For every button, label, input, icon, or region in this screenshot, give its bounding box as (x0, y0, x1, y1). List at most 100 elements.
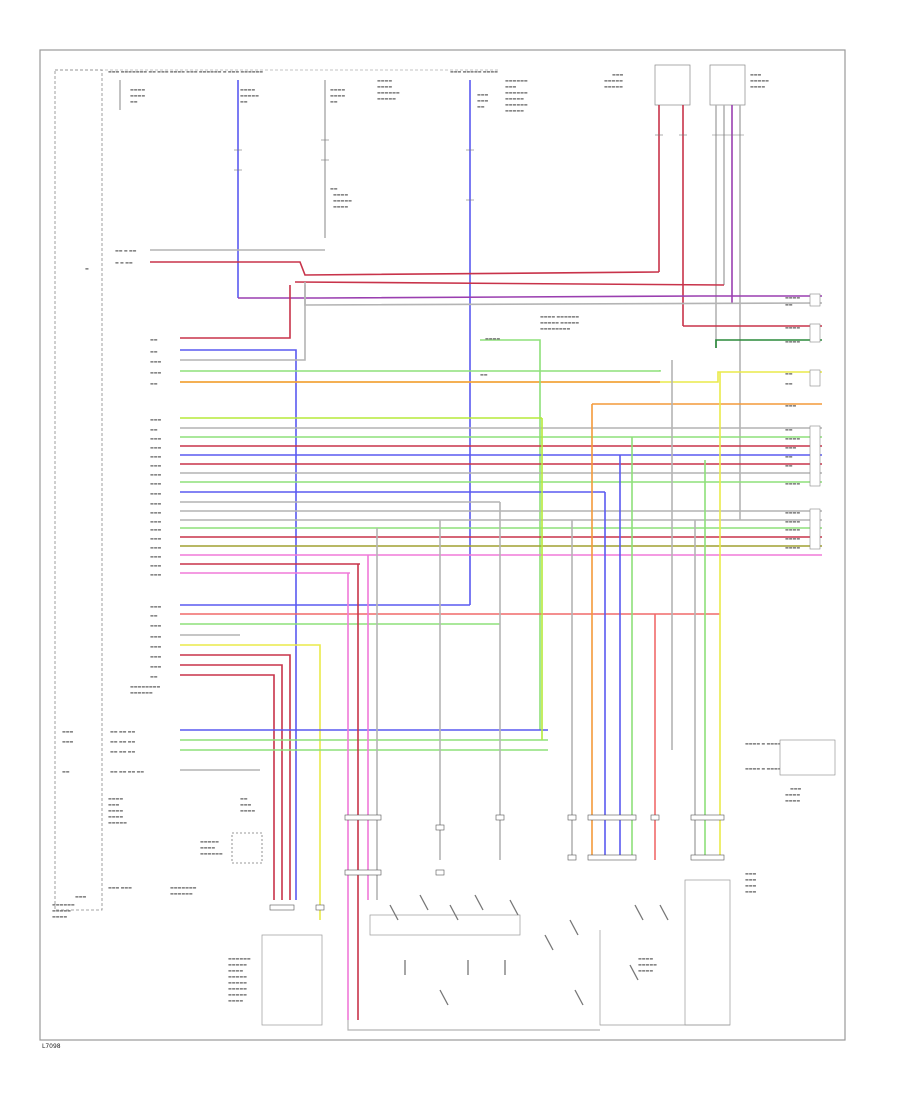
svg-text:▬▬▬: ▬▬▬ (108, 802, 120, 807)
svg-text:▬▬▬: ▬▬▬ (150, 572, 162, 577)
svg-text:▬▬▬▬▬: ▬▬▬▬▬ (377, 96, 396, 101)
svg-text:▬▬▬▬: ▬▬▬▬ (785, 339, 800, 344)
svg-text:▬▬▬: ▬▬▬ (150, 417, 162, 422)
svg-text:▬▬▬ ▬▬▬▬▬▬▬ ▬▬ ▬▬▬ ▬▬▬▬ ▬▬▬ ▬▬: ▬▬▬ ▬▬▬▬▬▬▬ ▬▬ ▬▬▬ ▬▬▬▬ ▬▬▬ ▬▬▬▬▬▬ ▬ ▬▬▬… (108, 69, 263, 74)
svg-text:▬▬▬: ▬▬▬ (477, 92, 489, 97)
svg-text:▬▬▬: ▬▬▬ (150, 445, 162, 450)
svg-text:▬▬▬▬: ▬▬▬▬ (785, 536, 800, 541)
svg-text:▬▬: ▬▬ (480, 372, 488, 377)
svg-text:▬▬▬▬: ▬▬▬▬ (785, 527, 800, 532)
svg-text:▬▬▬▬▬: ▬▬▬▬▬ (505, 96, 524, 101)
top-labels: ▬▬▬ ▬▬▬▬▬▬▬ ▬▬ ▬▬▬ ▬▬▬▬ ▬▬▬ ▬▬▬▬▬▬ ▬ ▬▬▬… (108, 69, 769, 209)
svg-text:▬▬▬▬: ▬▬▬▬ (785, 295, 800, 300)
svg-text:▬▬▬▬▬▬: ▬▬▬▬▬▬ (228, 956, 251, 961)
svg-text:▬▬▬: ▬▬▬ (150, 481, 162, 486)
svg-text:▬▬▬▬: ▬▬▬▬ (108, 808, 123, 813)
lower-connector-marks (269, 814, 725, 911)
svg-text:▬▬: ▬▬ (785, 302, 793, 307)
svg-text:▬▬▬: ▬▬▬ (745, 889, 757, 894)
svg-text:▬▬▬: ▬▬▬ (150, 501, 162, 506)
svg-text:▬▬▬: ▬▬▬ (75, 894, 87, 899)
svg-text:▬▬▬▬▬: ▬▬▬▬▬ (228, 980, 247, 985)
svg-text:▬▬: ▬▬ (130, 99, 138, 104)
svg-text:▬▬▬▬▬: ▬▬▬▬▬ (240, 93, 259, 98)
right-terminal-labels: ▬▬▬▬▬▬ ▬▬▬▬▬▬▬▬ ▬▬▬▬▬▬▬ ▬▬▬▬▬▬▬▬▬ ▬▬▬▬▬▬… (745, 295, 802, 894)
svg-text:▬▬▬: ▬▬▬ (750, 72, 762, 77)
svg-text:▬▬▬▬: ▬▬▬▬ (108, 796, 123, 801)
right-lower-module (684, 879, 731, 1026)
svg-text:▬▬▬▬▬▬: ▬▬▬▬▬▬ (200, 851, 223, 856)
svg-text:▬▬▬▬▬▬: ▬▬▬▬▬▬ (505, 90, 528, 95)
middle-labels: ▬▬▬▬ ▬▬▬▬▬▬▬▬▬▬▬ ▬▬▬▬▬▬▬▬▬▬▬▬▬ ▬▬▬▬▬▬ (480, 314, 579, 377)
svg-text:▬▬▬ ▬▬▬▬▬ ▬▬▬▬: ▬▬▬ ▬▬▬▬▬ ▬▬▬▬ (450, 69, 498, 74)
svg-text:▬▬▬: ▬▬▬ (150, 563, 162, 568)
svg-text:▬▬▬▬: ▬▬▬▬ (785, 510, 800, 515)
lower-vertical-wires (347, 360, 721, 1020)
svg-text:▬▬ ▬▬ ▬▬: ▬▬ ▬▬ ▬▬ (110, 739, 135, 744)
svg-text:▬▬▬▬▬: ▬▬▬▬▬ (638, 962, 657, 967)
svg-text:▬▬▬: ▬▬▬ (785, 403, 797, 408)
wires-section-2 (180, 285, 822, 900)
connector-marks-top (234, 134, 744, 201)
svg-text:▬▬▬▬: ▬▬▬▬ (200, 845, 215, 850)
svg-text:▬▬: ▬▬ (785, 427, 793, 432)
ecm-pin-labels: ▬▬ ▬ ▬▬▬ ▬ ▬▬ ▬ ▬▬▬▬▬▬▬ ▬▬▬▬▬ ▬▬▬▬▬▬▬▬ ▬… (52, 248, 162, 919)
svg-text:▬▬: ▬▬ (785, 454, 793, 459)
top-vertical-wires (119, 80, 741, 605)
svg-text:▬▬: ▬▬ (240, 99, 248, 104)
svg-text:▬▬▬▬▬: ▬▬▬▬▬ (108, 820, 127, 825)
svg-text:▬▬▬: ▬▬▬ (150, 463, 162, 468)
svg-text:▬▬▬: ▬▬▬ (150, 554, 162, 559)
lower-left-module (261, 934, 323, 1026)
svg-text:▬▬▬▬: ▬▬▬▬ (785, 519, 800, 524)
svg-text:▬▬▬: ▬▬▬ (150, 545, 162, 550)
wires-section-1 (150, 249, 823, 348)
svg-text:▬▬▬▬▬: ▬▬▬▬▬ (750, 78, 769, 83)
svg-text:▬▬: ▬▬ (150, 427, 158, 432)
svg-text:▬▬: ▬▬ (240, 796, 248, 801)
svg-text:▬▬▬▬: ▬▬▬▬ (750, 84, 765, 89)
wires-section-4 (180, 604, 720, 920)
svg-text:▬▬▬: ▬▬▬ (150, 527, 162, 532)
svg-text:▬▬: ▬▬ (62, 769, 70, 774)
wires-section-3 (180, 403, 822, 574)
svg-text:▬▬▬▬ ▬ ▬▬▬▬▬: ▬▬▬▬ ▬ ▬▬▬▬▬ (745, 766, 786, 771)
lower-labels: ▬▬▬▬▬▬▬▬▬ ▬▬▬▬▬▬▬▬▬▬▬▬▬▬▬ ▬▬▬ ▬▬▬▬▬▬▬▬▬▬… (108, 796, 657, 1003)
svg-text:▬▬▬▬: ▬▬▬▬ (130, 87, 145, 92)
svg-text:▬▬▬▬: ▬▬▬▬ (785, 481, 800, 486)
svg-text:▬▬▬▬▬▬▬▬: ▬▬▬▬▬▬▬▬ (130, 684, 160, 689)
bottom-wire (347, 1020, 600, 1031)
svg-text:▬▬▬: ▬▬▬ (150, 654, 162, 659)
svg-text:▬ ▬ ▬▬: ▬ ▬ ▬▬ (115, 260, 133, 265)
svg-text:▬▬▬▬▬▬: ▬▬▬▬▬▬ (505, 78, 528, 83)
svg-text:▬▬▬▬: ▬▬▬▬ (228, 998, 243, 1003)
svg-text:▬▬▬▬: ▬▬▬▬ (333, 204, 348, 209)
svg-text:▬▬▬: ▬▬▬ (745, 871, 757, 876)
right-connector-pins (779, 293, 836, 776)
svg-text:▬: ▬ (85, 266, 89, 271)
svg-text:▬▬▬: ▬▬▬ (150, 436, 162, 441)
svg-text:▬▬▬: ▬▬▬ (790, 786, 802, 791)
svg-text:▬▬▬▬: ▬▬▬▬ (785, 436, 800, 441)
svg-text:▬▬▬▬▬▬: ▬▬▬▬▬▬ (130, 690, 153, 695)
svg-text:▬▬▬: ▬▬▬ (150, 664, 162, 669)
svg-text:▬▬▬▬: ▬▬▬▬ (377, 84, 392, 89)
svg-text:▬▬▬▬▬: ▬▬▬▬▬ (228, 986, 247, 991)
svg-text:▬▬▬: ▬▬▬ (62, 739, 74, 744)
svg-text:▬▬▬▬▬: ▬▬▬▬▬ (604, 78, 623, 83)
lower-left-relay (231, 832, 263, 864)
svg-text:▬▬: ▬▬ (785, 381, 793, 386)
svg-text:▬▬▬▬: ▬▬▬▬ (228, 968, 243, 973)
svg-text:▬▬▬▬▬: ▬▬▬▬▬ (228, 974, 247, 979)
svg-text:▬▬▬▬▬: ▬▬▬▬▬ (604, 84, 623, 89)
svg-text:▬▬▬: ▬▬▬ (150, 536, 162, 541)
svg-text:▬▬▬: ▬▬▬ (150, 644, 162, 649)
svg-text:▬▬▬: ▬▬▬ (150, 623, 162, 628)
svg-text:▬▬▬▬: ▬▬▬▬ (330, 87, 345, 92)
svg-text:▬▬▬ ▬▬▬: ▬▬▬ ▬▬▬ (108, 885, 132, 890)
svg-text:▬▬: ▬▬ (330, 99, 338, 104)
svg-text:▬▬▬▬: ▬▬▬▬ (785, 545, 800, 550)
svg-text:▬▬: ▬▬ (477, 104, 485, 109)
svg-text:▬▬ ▬▬ ▬▬: ▬▬ ▬▬ ▬▬ (110, 729, 135, 734)
